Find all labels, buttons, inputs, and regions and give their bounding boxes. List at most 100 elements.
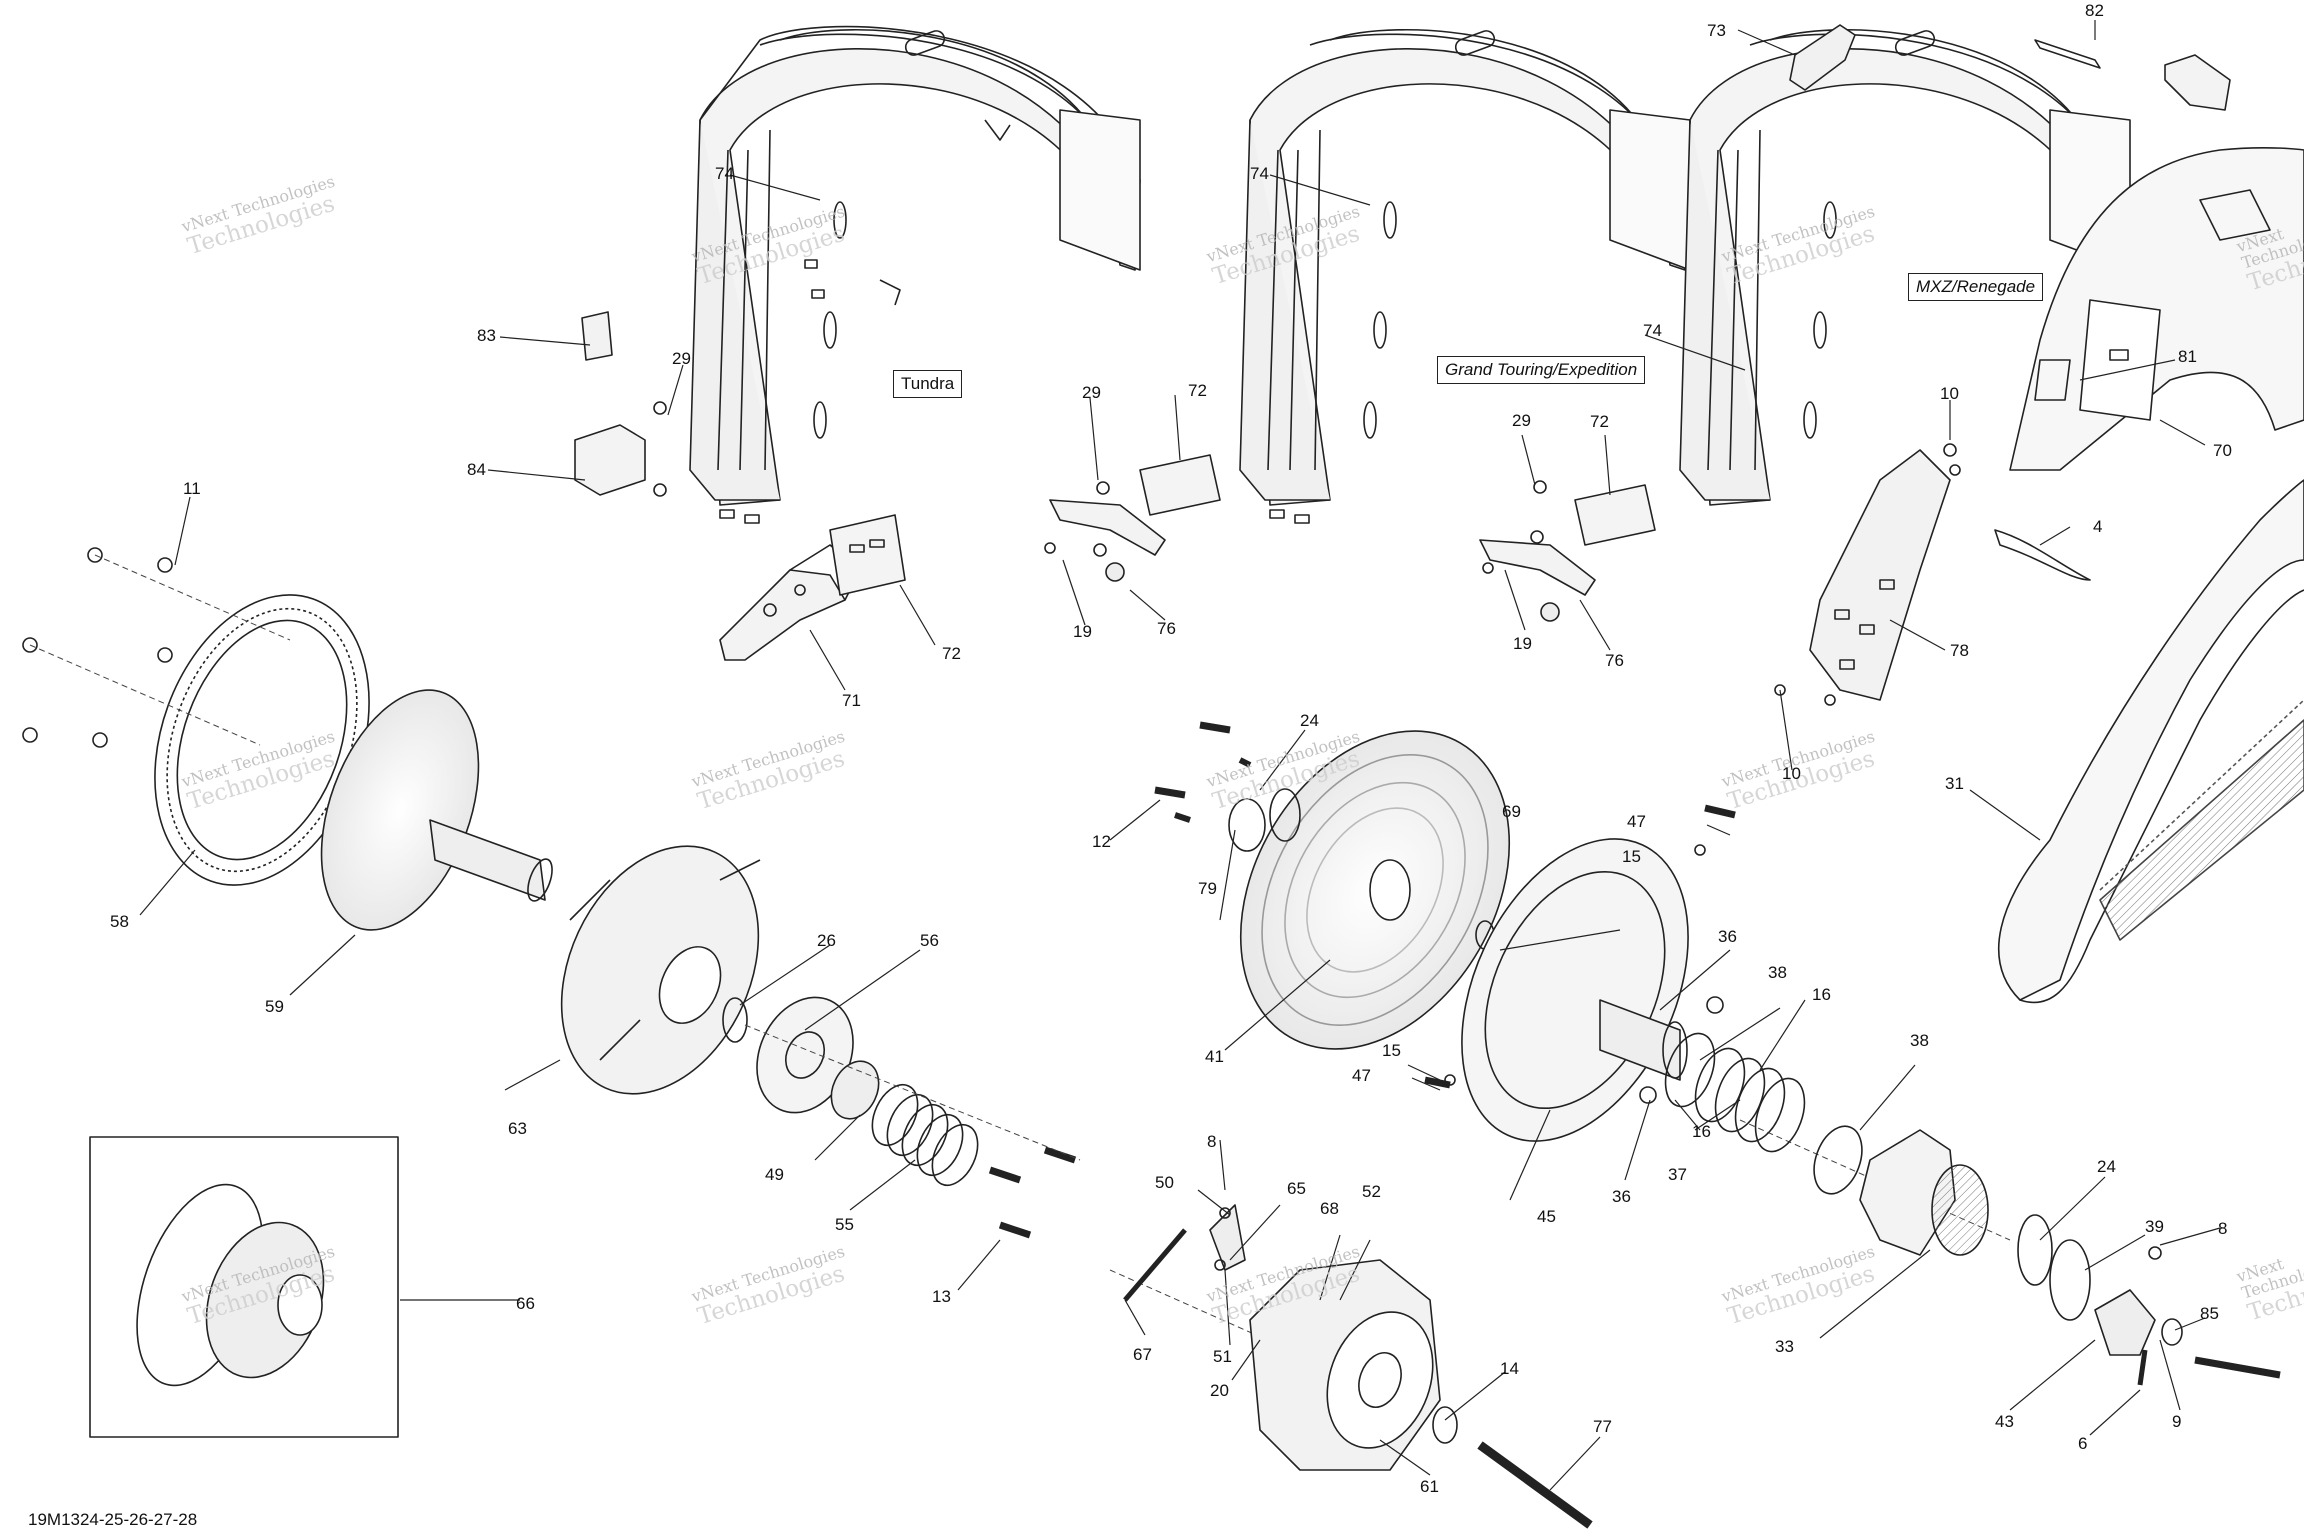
callout-72: 72: [1590, 412, 1609, 431]
callout-79: 79: [1198, 879, 1217, 898]
ring-24: [2017, 1214, 2053, 1286]
callout-26: 26: [817, 931, 836, 950]
spring-55: [871, 1083, 979, 1187]
callout-58: 58: [110, 912, 129, 931]
callout-84: 84: [467, 460, 486, 479]
callout-74: 74: [715, 164, 734, 183]
callout-8: 8: [1207, 1132, 1217, 1151]
callout-9: 9: [2172, 1412, 2182, 1431]
sheave-59: [320, 689, 553, 931]
nut-43: [2094, 1289, 2156, 1356]
callout-73: 73: [1707, 21, 1726, 40]
model-label-mxz: MXZ/Renegade: [1908, 273, 2044, 301]
callout-65: 65: [1287, 1179, 1306, 1198]
leader-lines: [139, 20, 2221, 1491]
clip-83: [581, 311, 613, 361]
cam-33: [1859, 1129, 1989, 1256]
callout-10: 10: [1782, 764, 1801, 783]
callout-45: 45: [1537, 1207, 1556, 1226]
spring-37: [1664, 1032, 1806, 1153]
callout-78: 78: [1950, 641, 1969, 660]
callout-50: 50: [1155, 1173, 1174, 1192]
belt-guard-tundra: [689, 25, 1141, 524]
callout-31: 31: [1945, 774, 1964, 793]
callout-59: 59: [265, 997, 284, 1016]
callout-24: 24: [1300, 711, 1319, 730]
callout-14: 14: [1500, 1359, 1519, 1378]
bolt-right: [2194, 1356, 2281, 1379]
callout-19: 19: [1513, 634, 1532, 653]
callout-29: 29: [672, 349, 691, 368]
callout-74: 74: [1250, 164, 1269, 183]
diagram-code: 19M1324-25-26-27-28: [28, 1510, 198, 1529]
drive-belt: [1998, 479, 2304, 1004]
knob-part: [2164, 54, 2231, 111]
callout-85: 85: [2200, 1304, 2219, 1323]
callout-15: 15: [1382, 1041, 1401, 1060]
fixed-sheave-63: [560, 845, 761, 1095]
plate-72c: [1574, 484, 1656, 546]
bracket-76b: [1479, 539, 1596, 622]
decal-part-82: [2034, 39, 2101, 69]
callout-77: 77: [1593, 1417, 1612, 1436]
callout-55: 55: [835, 1215, 854, 1234]
callout-72: 72: [942, 644, 961, 663]
bolts-left: [22, 547, 1077, 1239]
bracket-76a: [1049, 499, 1166, 582]
ring-26: [722, 997, 748, 1043]
callout-4: 4: [2093, 517, 2103, 536]
model-label-grand-touring: Grand Touring/Expedition: [1437, 356, 1646, 384]
callout-29: 29: [1082, 383, 1101, 402]
callout-38: 38: [1910, 1031, 1929, 1050]
callout-76: 76: [1605, 651, 1624, 670]
callout-70: 70: [2213, 441, 2232, 460]
callout-39: 39: [2145, 1217, 2164, 1236]
washer-38: [1813, 1125, 1863, 1195]
sheave-41: [1239, 730, 1511, 1050]
pin-4: [1994, 529, 2091, 581]
callout-66: 66: [516, 1294, 535, 1313]
callout-43: 43: [1995, 1412, 2014, 1431]
spider-61: [1249, 1259, 1441, 1471]
callout-11: 11: [183, 479, 201, 498]
callout-13: 13: [932, 1287, 951, 1306]
callout-56: 56: [920, 931, 939, 950]
callout-12: 12: [1092, 832, 1111, 851]
bolt-67: [1123, 1228, 1187, 1302]
callout-61: 61: [1420, 1477, 1439, 1496]
callout-16: 16: [1812, 985, 1831, 1004]
callout-29: 29: [1512, 411, 1531, 430]
callout-15: 15: [1622, 847, 1641, 866]
washer-39: [2049, 1239, 2091, 1321]
callout-36: 36: [1718, 927, 1737, 946]
callout-16: 16: [1692, 1122, 1711, 1141]
callout-47: 47: [1352, 1066, 1371, 1085]
callout-71: 71: [842, 691, 861, 710]
callout-68: 68: [1320, 1199, 1339, 1218]
callout-38: 38: [1768, 963, 1787, 982]
clip-part-73: [1789, 24, 1856, 91]
clip-84: [574, 424, 646, 496]
small-fasteners: [653, 401, 2162, 1386]
callout-81: 81: [2178, 347, 2197, 366]
washer-14: [1432, 1406, 1458, 1444]
callout-76: 76: [1157, 619, 1176, 638]
model-label-tundra: Tundra: [893, 370, 963, 398]
plate-72b: [1139, 454, 1221, 516]
bushing-49: [830, 1060, 880, 1120]
callout-33: 33: [1775, 1337, 1794, 1356]
callout-82: 82: [2085, 1, 2104, 20]
callout-83: 83: [477, 326, 496, 345]
callout-19: 19: [1073, 622, 1092, 641]
washer-85: [2161, 1318, 2183, 1346]
callout-63: 63: [508, 1119, 527, 1138]
callout-6: 6: [2078, 1434, 2088, 1453]
callout-47: 47: [1627, 812, 1646, 831]
belt-guard-grand-touring: [1239, 29, 1691, 524]
sheave-45: [1461, 838, 1689, 1142]
callout-36: 36: [1612, 1187, 1631, 1206]
callout-49: 49: [765, 1165, 784, 1184]
cup-56: [756, 996, 854, 1114]
